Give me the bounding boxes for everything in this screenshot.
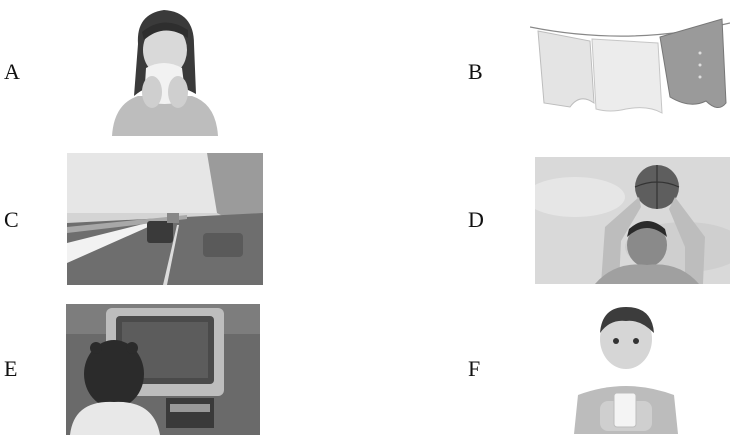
sneezing-woman-photo (108, 4, 220, 136)
option-label-f: F (468, 356, 481, 381)
boy-with-milk-photo (570, 303, 682, 434)
child-watching-tv-photo (66, 304, 260, 435)
snowy-highway-traffic-photo (67, 153, 263, 285)
option-label-c: C (4, 207, 19, 232)
option-label-a: A (4, 59, 20, 84)
man-with-basketball-photo (535, 157, 730, 284)
option-label-b: B (468, 59, 483, 84)
laundry-on-line-photo (530, 13, 730, 131)
option-label-e: E (4, 356, 18, 381)
option-label-d: D (468, 207, 484, 232)
